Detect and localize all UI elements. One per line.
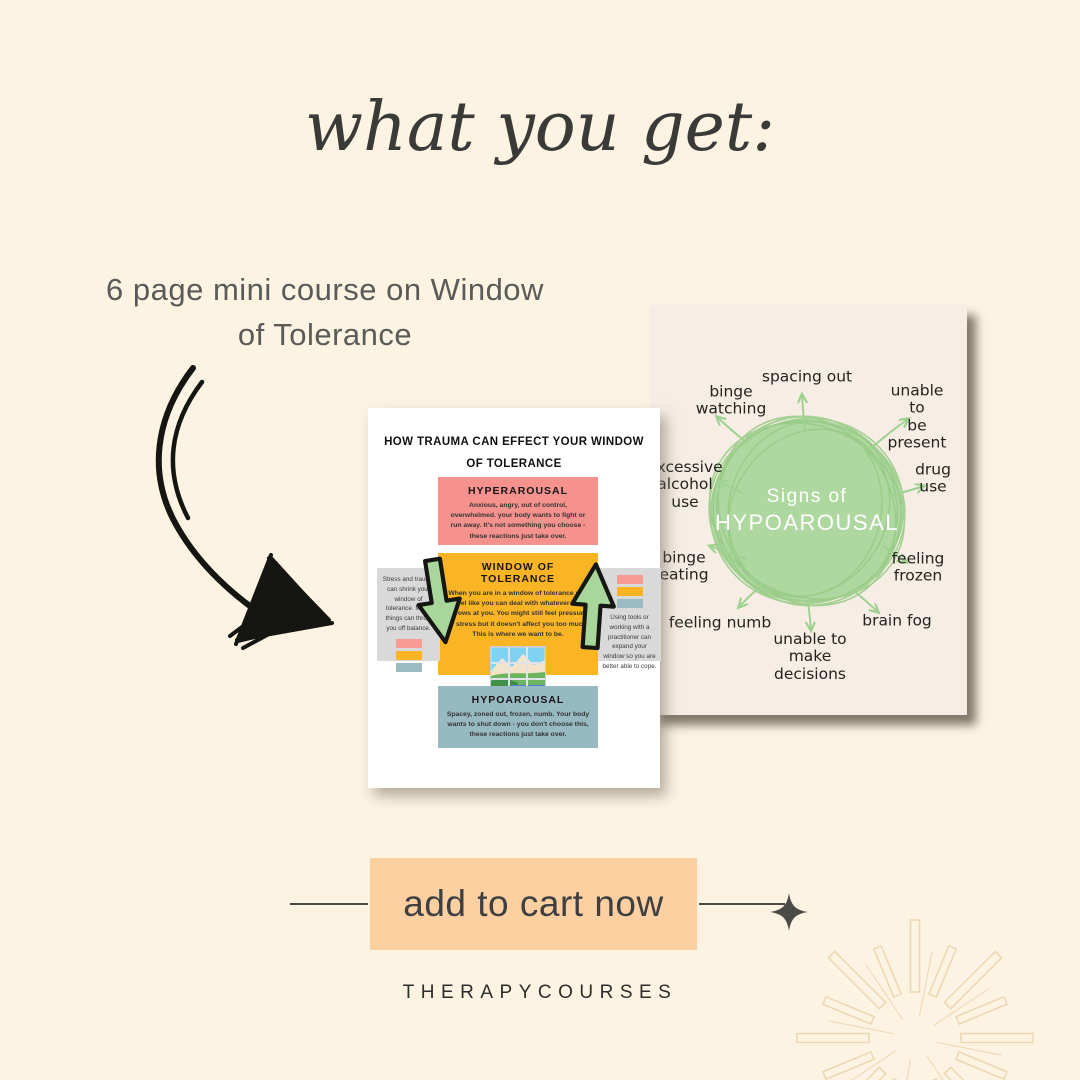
hyperarousal-body: Anxious, angry, out of control, overwhel… xyxy=(450,502,586,540)
expand-window-note: Using tools or working with a practition… xyxy=(598,568,661,670)
window-body: When you are in a window of tolerance yo… xyxy=(447,590,589,638)
window-of-tolerance-section: WINDOW OF TOLERANCE When you are in a wi… xyxy=(438,553,598,694)
hand-drawn-arrow-icon xyxy=(155,365,334,650)
legend-swatch-pink xyxy=(395,638,422,648)
hypoarousal-section: HYPOAROUSAL Spacey, zoned out, frozen, n… xyxy=(438,686,598,748)
brand-name: THERAPYCOURSES xyxy=(402,982,678,1003)
label-binge-watching: binge watching xyxy=(695,382,767,418)
expand-note-text: Using tools or working with a practition… xyxy=(602,614,657,670)
mindmap-center-label: Signs of HYPOAROUSAL xyxy=(697,486,917,536)
label-excessive-alcohol-use: excessive alcohol use xyxy=(647,457,723,511)
center-label-line2: HYPOAROUSAL xyxy=(715,510,899,535)
add-to-cart-button[interactable]: add to cart now xyxy=(370,858,697,950)
legend-swatch-yellow xyxy=(395,650,422,660)
hypoarousal-body: Spacey, zoned out, frozen, numb. Your bo… xyxy=(446,711,590,739)
worksheet-title: HOW TRAUMA CAN EFFECT YOUR WINDOW OF TOL… xyxy=(384,436,644,470)
label-binge-eating: binge eating xyxy=(659,548,709,584)
center-label-line1: Signs of xyxy=(766,486,848,507)
page-title: what you get: xyxy=(304,88,776,167)
label-feeling-frozen: feeling frozen xyxy=(891,549,945,585)
legend-swatch-pink xyxy=(616,575,643,584)
label-feeling-numb: feeling numb xyxy=(668,613,772,632)
window-heading: WINDOW OF TOLERANCE xyxy=(480,561,556,585)
label-spacing-out: spacing out xyxy=(761,367,853,386)
color-legend xyxy=(381,638,436,672)
product-description: 6 page mini course on Window of Toleranc… xyxy=(106,272,544,352)
legend-swatch-blue xyxy=(616,599,643,608)
scribble-circle-and-arrows xyxy=(650,305,967,715)
sunburst-decoration xyxy=(796,919,1034,1080)
mindmap-page: Signs of HYPOAROUSAL spacing out binge w… xyxy=(647,305,967,715)
cta-divider-line-left xyxy=(290,903,368,905)
label-drug-use: drug use xyxy=(915,460,951,496)
label-unable-to-make-decisions: unable to make decisions xyxy=(773,629,847,683)
color-legend xyxy=(602,575,657,608)
sparkle-icon xyxy=(770,893,808,931)
arrow-down-icon xyxy=(416,556,462,645)
legend-swatch-yellow xyxy=(616,587,643,596)
cta-divider-line-right xyxy=(699,903,785,905)
label-brain-fog: brain fog xyxy=(862,611,932,630)
arrow-up-icon xyxy=(570,562,616,651)
legend-swatch-blue xyxy=(395,662,422,672)
worksheet-page: HOW TRAUMA CAN EFFECT YOUR WINDOW OF TOL… xyxy=(368,408,661,788)
label-unable-to-be-present: unable to be present xyxy=(887,381,947,452)
hyperarousal-section: HYPERAROUSAL Anxious, angry, out of cont… xyxy=(438,477,598,545)
hypoarousal-heading: HYPOAROUSAL xyxy=(471,694,565,706)
hyperarousal-heading: HYPERAROUSAL xyxy=(467,485,569,497)
shrink-note-text: Stress and trauma can shrink your window… xyxy=(382,576,435,632)
